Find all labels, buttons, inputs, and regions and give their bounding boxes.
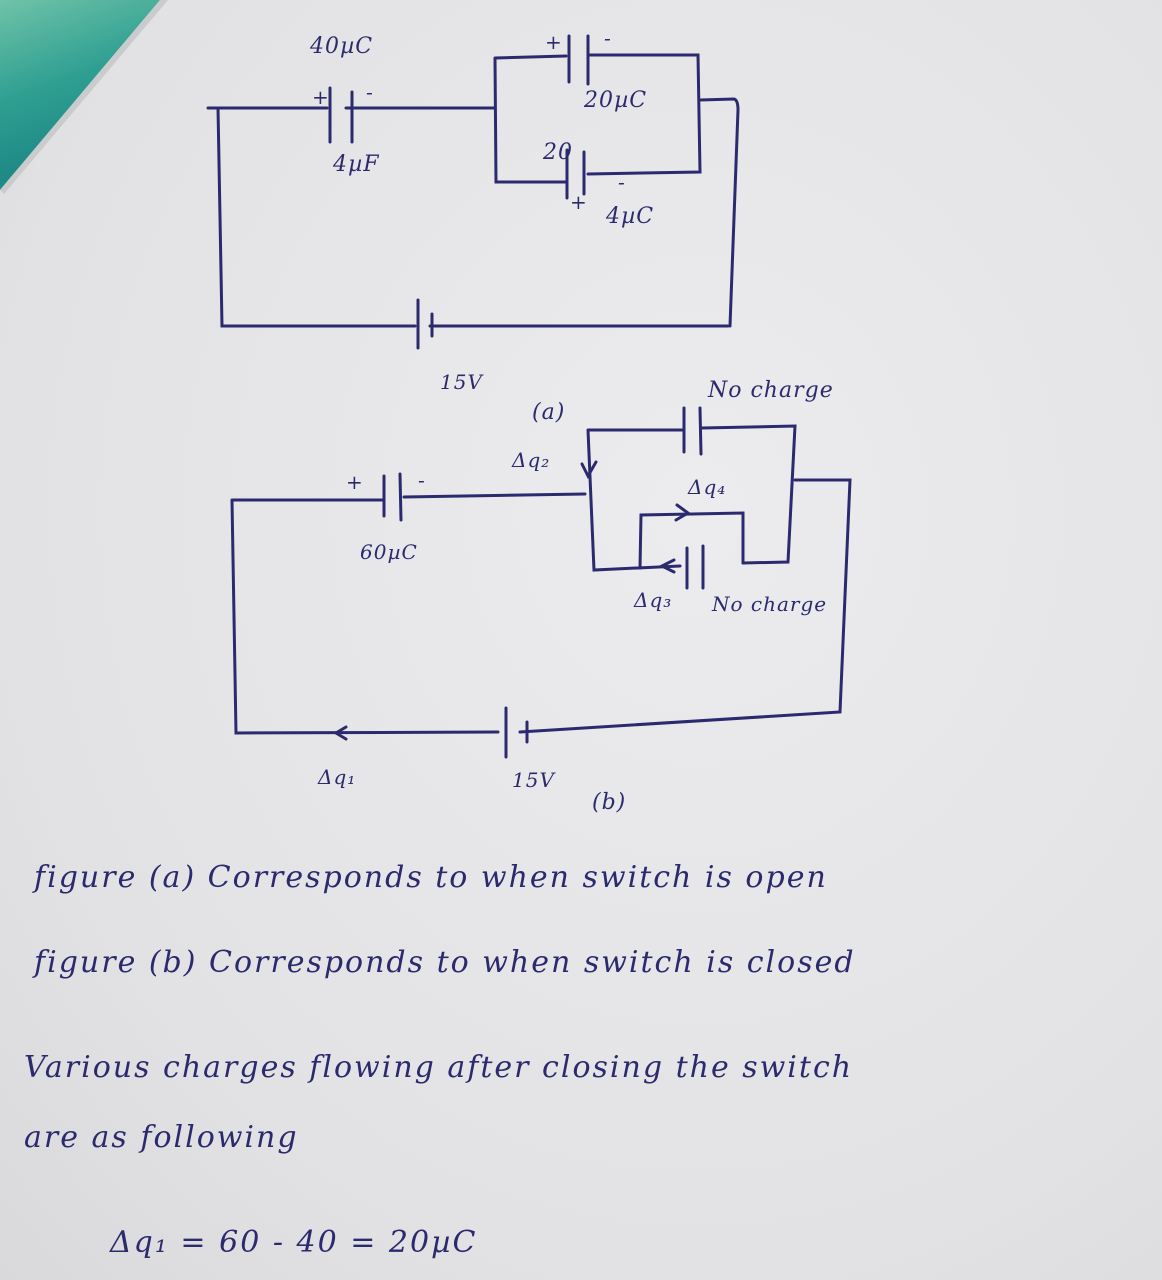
arrow-dq4: [674, 503, 691, 522]
no-charge-bottom-note: No charge: [712, 592, 828, 616]
cap-a-left-plus: +: [312, 85, 330, 109]
circuit-a: [206, 34, 740, 350]
no-charge-top-note: No charge: [708, 378, 834, 403]
arrow-dq1: [333, 725, 348, 741]
cap-a-bottom-charge: 20: [543, 140, 573, 165]
text-line-3: Various charges flowing after closing th…: [24, 1050, 854, 1085]
figure-b-caption: (b): [592, 790, 627, 815]
wire-a-parallel-block: [493, 53, 740, 328]
battery-b: [504, 706, 529, 759]
cap-a-left-charge: 40µC: [310, 34, 374, 59]
cap-a-top-charge: 20µC: [584, 88, 648, 113]
wire-b-parallel-block: [586, 424, 797, 572]
cap-a-bottom-minus: -: [618, 170, 626, 194]
arrow-dq2: [580, 460, 598, 480]
text-line-2: figure (b) Corresponds to when switch is…: [34, 945, 856, 980]
cap-a-top-minus: -: [604, 26, 612, 50]
capacitor-b-60uc: [382, 472, 403, 522]
equation-dq1: Δq₁ = 60 - 40 = 20µC: [110, 1225, 478, 1260]
cap-a-left-minus: -: [366, 80, 374, 104]
capacitor-b-top: [682, 406, 703, 456]
figure-a-caption: (a): [532, 400, 566, 425]
capacitor-a-top: [567, 34, 590, 86]
shorting-loop: [638, 511, 745, 570]
arrow-dq3: [658, 558, 676, 574]
cap-b-left-minus: -: [418, 468, 426, 492]
battery-b-label: 15V: [512, 768, 555, 792]
dq4-label: Δq₄: [688, 475, 727, 499]
capacitor-b-bottom: [685, 544, 705, 590]
cap-a-bottom-plus: +: [570, 190, 588, 214]
text-line-1: figure (a) Corresponds to when switch is…: [34, 860, 828, 895]
cap-a-top-plus: +: [545, 30, 563, 54]
cap-a-bottom-value: 4µC: [606, 204, 655, 229]
cap-b-left-plus: +: [346, 470, 364, 494]
wire-a-left-loop: [206, 106, 730, 328]
text-line-4: are as following: [24, 1120, 299, 1155]
battery-a: [416, 298, 434, 350]
cap-b-left-charge: 60µC: [360, 540, 418, 564]
capacitor-a-bottom: [565, 148, 586, 200]
wire-b-main-loop: [230, 478, 852, 735]
capacitor-a-4uf: [328, 86, 354, 144]
dq2-label: Δq₂: [512, 448, 551, 472]
battery-a-label: 15V: [440, 370, 483, 394]
dq1-label: Δq₁: [318, 765, 357, 789]
cap-a-left-value: 4µF: [333, 152, 380, 177]
dq3-label: Δq₃: [634, 588, 673, 612]
circuit-b: [230, 406, 852, 759]
